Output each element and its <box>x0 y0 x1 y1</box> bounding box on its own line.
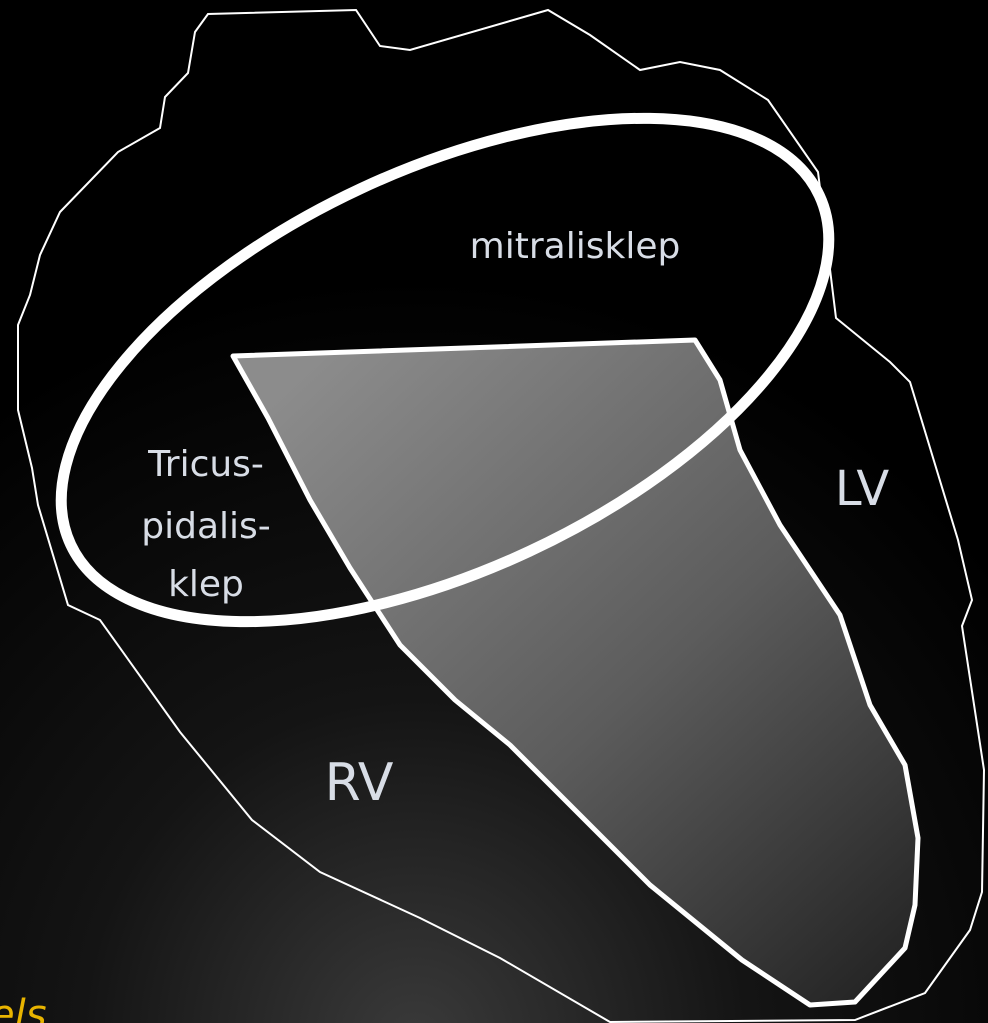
right-ventricle-label: RV <box>325 753 394 813</box>
caption-fragment: els <box>0 992 47 1023</box>
left-ventricle-label: LV <box>835 461 889 517</box>
tricuspid-valve-label-line1: Tricus- <box>147 444 264 485</box>
tricuspid-valve-label-line2: pidalis- <box>141 506 271 547</box>
tricuspid-valve-label-line3: klep <box>168 564 244 605</box>
mitral-valve-label: mitralisklep <box>470 226 681 267</box>
